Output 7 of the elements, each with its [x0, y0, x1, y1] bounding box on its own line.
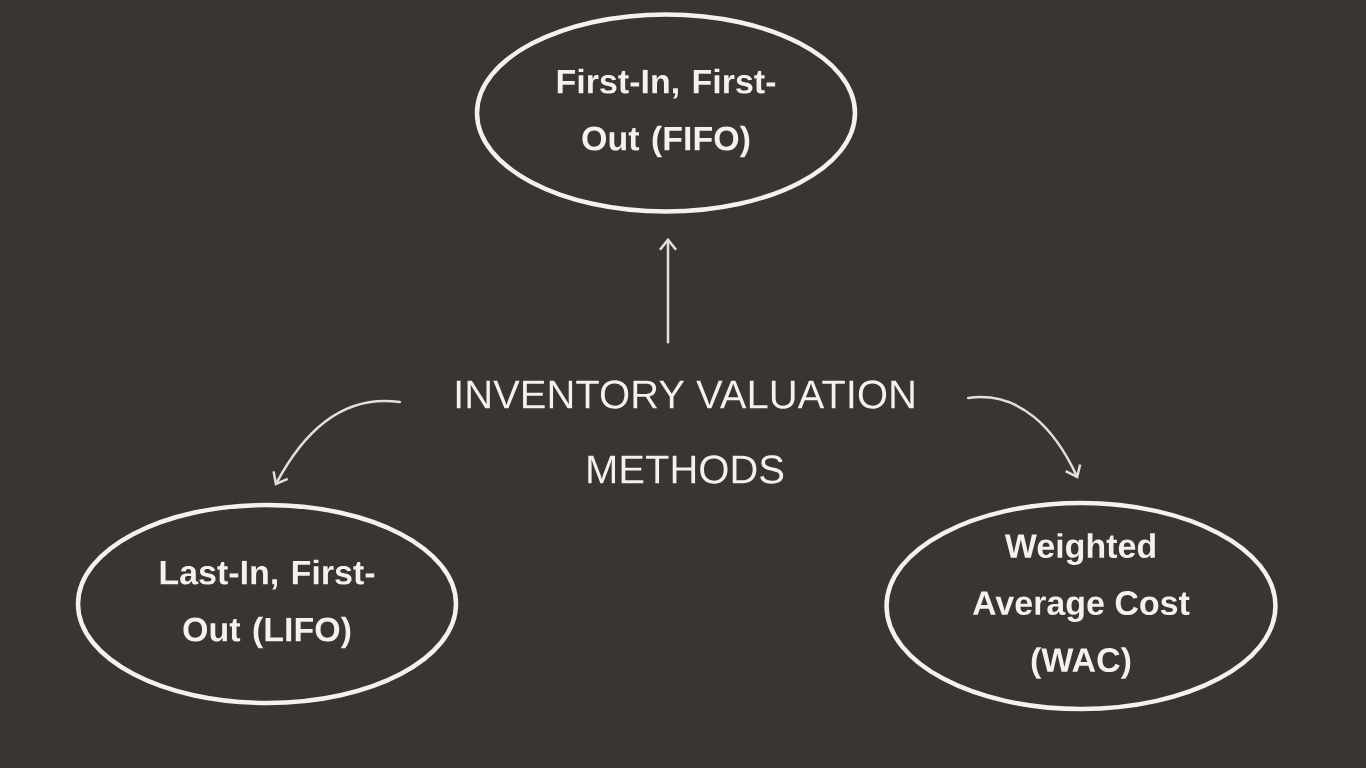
center-text: INVENTORY VALUATION METHODS	[456, 380, 914, 484]
arrow	[272, 399, 402, 486]
oval-node: Weighted Average Cost (WAC)	[884, 500, 1278, 712]
oval-node: First-In, First-Out (FIFO)	[474, 12, 858, 214]
oval-node: Last-In, First-Out (LIFO)	[75, 502, 459, 706]
arrow	[966, 395, 1082, 479]
arrow	[659, 237, 677, 344]
